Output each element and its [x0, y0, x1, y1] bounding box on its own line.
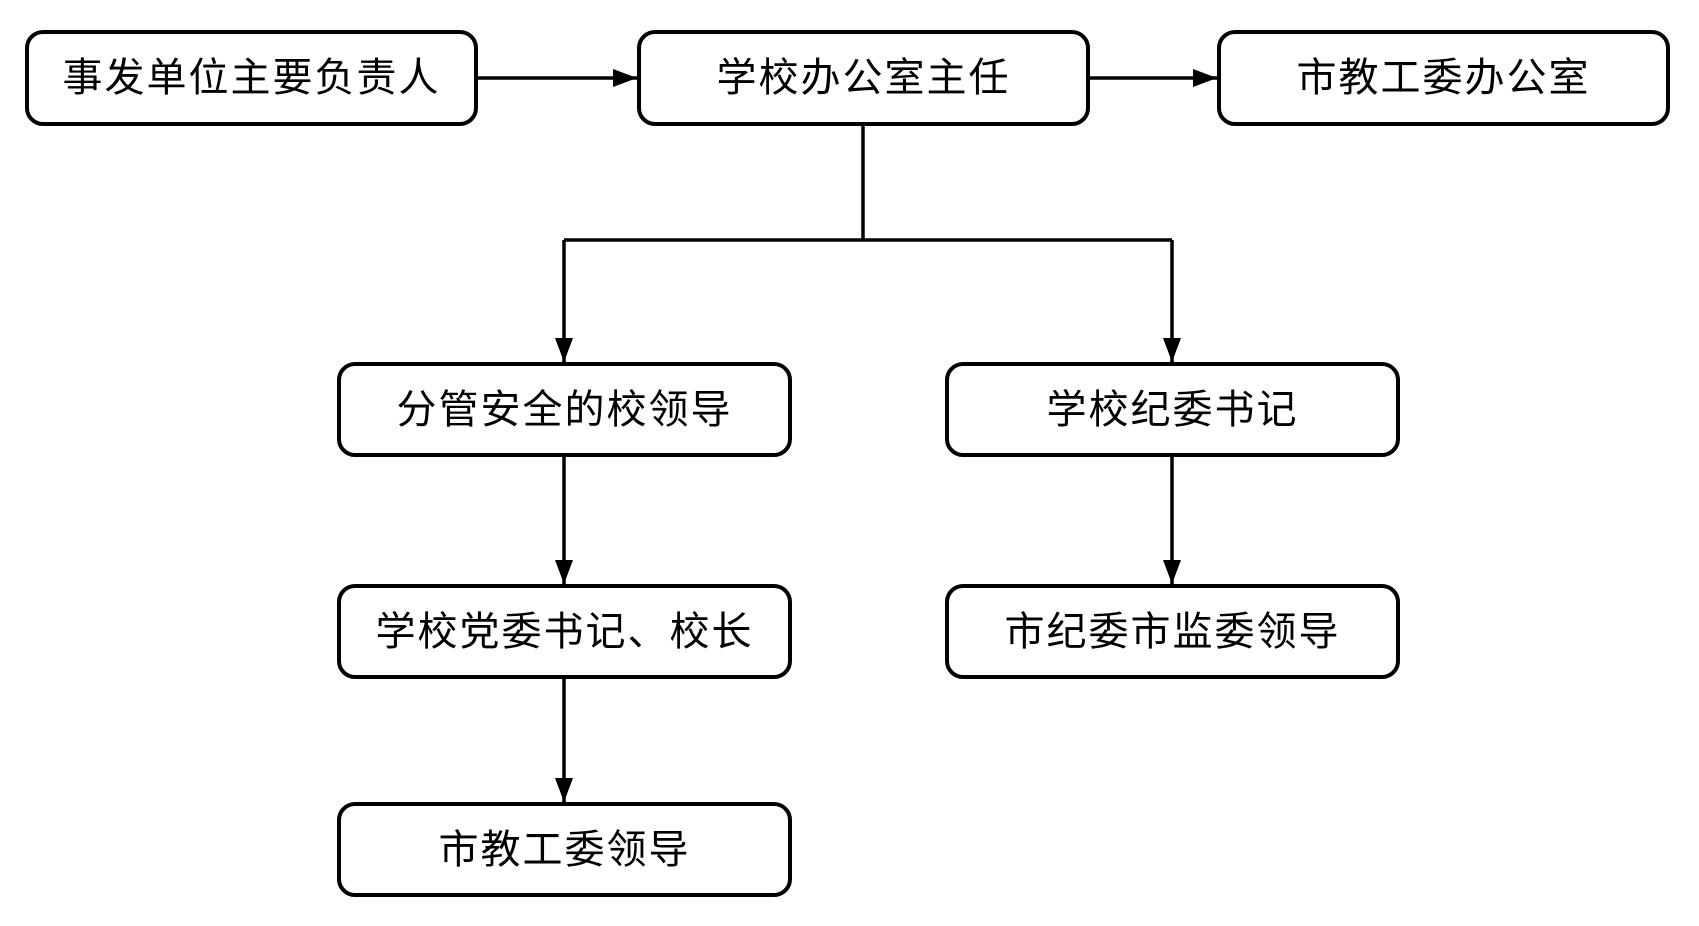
- node-incident-unit-head-label: 事发单位主要负责人: [62, 56, 441, 100]
- node-city-discipline-supervision-leaders-label: 市纪委市监委领导: [1004, 609, 1341, 654]
- node-school-discipline-secretary-label: 学校纪委书记: [1046, 387, 1299, 432]
- node-safety-school-leader: 分管安全的校领导: [337, 362, 792, 457]
- node-school-discipline-secretary: 学校纪委书记: [945, 362, 1400, 457]
- node-city-discipline-supervision-leaders: 市纪委市监委领导: [945, 584, 1400, 679]
- node-city-edu-committee-office: 市教工委办公室: [1217, 30, 1670, 126]
- node-party-secretary-principal-label: 学校党委书记、校长: [375, 609, 754, 654]
- node-school-office-director-label: 学校办公室主任: [716, 56, 1011, 100]
- node-safety-school-leader-label: 分管安全的校领导: [396, 387, 733, 432]
- node-city-edu-committee-office-label: 市教工委办公室: [1296, 56, 1591, 100]
- node-incident-unit-head: 事发单位主要负责人: [25, 30, 478, 126]
- node-party-secretary-principal: 学校党委书记、校长: [337, 584, 792, 679]
- node-city-edu-committee-leaders-label: 市教工委领导: [438, 827, 691, 872]
- node-school-office-director: 学校办公室主任: [637, 30, 1090, 126]
- node-city-edu-committee-leaders: 市教工委领导: [337, 802, 792, 897]
